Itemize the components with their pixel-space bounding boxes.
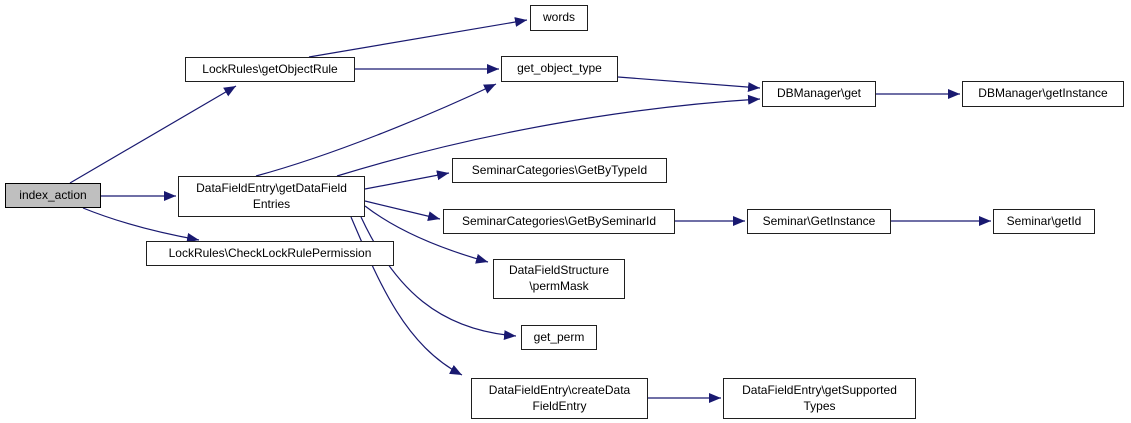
node-seminarcategories-getbytypeid[interactable]: SeminarCategories\GetByTypeId <box>452 158 667 183</box>
node-seminarcategories-getbyseminarid[interactable]: SeminarCategories\GetBySeminarId <box>443 209 675 234</box>
node-words[interactable]: words <box>530 5 588 31</box>
node-dbmanager-get[interactable]: DBManager\get <box>762 81 876 107</box>
edge-getdatafieldentries-to-getbyseminarid <box>364 200 441 222</box>
node-index-action: index_action <box>5 183 101 208</box>
node-seminar-getid[interactable]: Seminar\getId <box>993 209 1095 234</box>
edge-getdatafieldentries-to-dbmanager-get <box>336 94 761 177</box>
edge-getdatafieldentries-to-get-object-type <box>255 83 497 177</box>
node-lockrules-checklockrulepermission[interactable]: LockRules\CheckLockRulePermission <box>146 241 394 266</box>
edge-getdatafieldentries-to-getbytypeid <box>364 170 450 190</box>
node-datafieldentry-getdatafieldentries[interactable]: DataFieldEntry\getDataField Entries <box>178 176 365 217</box>
edge-getdatafieldentries-to-permmask <box>364 205 489 264</box>
node-seminar-getinstance[interactable]: Seminar\GetInstance <box>747 209 891 234</box>
edge-getobjectrule-to-words <box>308 17 528 58</box>
node-datafieldentry-getsupportedtypes[interactable]: DataFieldEntry\getSupported Types <box>723 378 916 419</box>
node-datafieldentry-createdatafieldentry[interactable]: DataFieldEntry\createData FieldEntry <box>471 378 648 419</box>
node-get-perm[interactable]: get_perm <box>521 325 597 350</box>
edge-get-object-type-to-dbmanager-get <box>617 76 761 93</box>
node-datafieldstructure-permmask[interactable]: DataFieldStructure \permMask <box>493 259 625 299</box>
edge-index-action-to-getobjectrule <box>69 85 237 184</box>
node-dbmanager-getinstance[interactable]: DBManager\getInstance <box>962 81 1124 107</box>
node-lockrules-getobjectrule[interactable]: LockRules\getObjectRule <box>185 57 355 82</box>
edge-index-action-to-checklockrulepermission <box>82 207 200 243</box>
node-get-object-type[interactable]: get_object_type <box>501 56 618 82</box>
